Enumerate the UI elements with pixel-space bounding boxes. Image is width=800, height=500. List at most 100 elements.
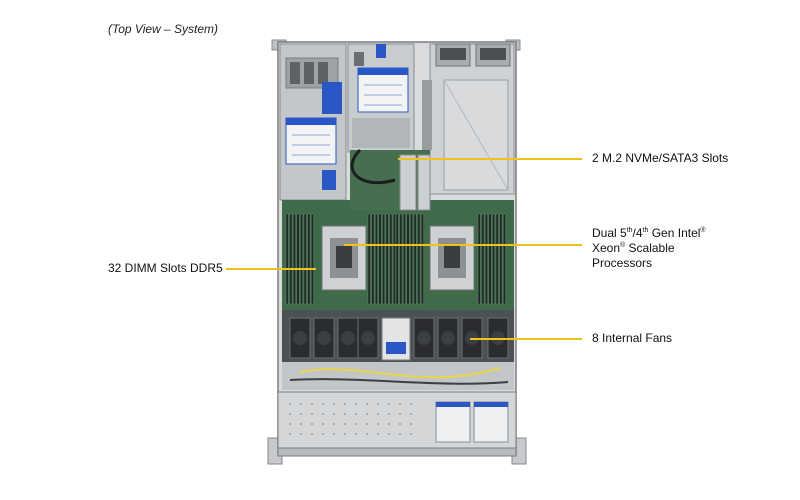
label-internal-fans: 8 Internal Fans <box>592 331 673 345</box>
dimm-slot <box>503 213 506 305</box>
dimm-slot <box>403 213 406 305</box>
dimm-slot <box>300 213 303 305</box>
dimm-slot <box>421 213 424 305</box>
dimm-slot <box>485 213 488 305</box>
vent-dot <box>388 413 390 415</box>
label-processors: Dual 5th/4th Gen Intel® Xeon® Scalable P… <box>592 226 706 271</box>
vent-dot <box>322 433 324 435</box>
vent-dot <box>333 403 335 405</box>
dimm-slot <box>389 213 393 305</box>
vent-dot <box>355 413 357 415</box>
riser-label-sticker <box>322 82 342 114</box>
service-label-2 <box>473 401 509 443</box>
dimm-slot <box>371 213 375 305</box>
dimm-slot <box>417 213 421 305</box>
diagram-caption: (Top View – System) <box>108 22 219 36</box>
vent-dot <box>366 423 368 425</box>
riser-cage-left <box>279 43 347 201</box>
dimm-slot <box>395 213 399 305</box>
fan <box>337 317 359 359</box>
vent-dot <box>410 423 412 425</box>
vent-dot <box>377 413 379 415</box>
vent-dot <box>300 403 302 405</box>
vent-dot <box>355 403 357 405</box>
processor-line-1: Dual 5th/4th Gen Intel® <box>592 226 706 240</box>
cpu-1 <box>321 225 367 291</box>
fan <box>313 317 335 359</box>
service-label-1 <box>435 401 471 443</box>
vent-dot <box>377 403 379 405</box>
leader-line-m2 <box>398 158 582 160</box>
vent-dot <box>300 433 302 435</box>
vent-dot <box>388 403 390 405</box>
leader-line-dimm <box>226 268 316 270</box>
front-vents <box>289 403 412 435</box>
dimm-banks <box>285 213 506 305</box>
vent-dot <box>300 423 302 425</box>
vent-dot <box>311 413 313 415</box>
dimm-slot <box>499 213 503 305</box>
dimm-slot <box>303 213 307 305</box>
dimm-slot <box>399 213 403 305</box>
dimm-slot <box>385 213 389 305</box>
dimm-slot <box>406 213 410 305</box>
vent-dot <box>289 423 291 425</box>
dimm-slot <box>495 213 499 305</box>
dimm-slot <box>367 213 371 305</box>
leader-line-fans <box>470 338 582 340</box>
leader-line-cpu <box>344 244 582 246</box>
dimm-slot <box>410 213 413 305</box>
vent-dot <box>289 433 291 435</box>
vent-dot <box>410 413 412 415</box>
dimm-slot <box>311 213 314 305</box>
vent-dot <box>399 423 401 425</box>
vent-dot <box>300 413 302 415</box>
power-supply-bay <box>422 43 515 195</box>
fan <box>437 317 459 359</box>
vent-dot <box>333 433 335 435</box>
vent-dot <box>344 433 346 435</box>
vent-dot <box>311 423 313 425</box>
vent-dot <box>355 423 357 425</box>
dimm-slot <box>492 213 495 305</box>
dimm-slot <box>375 213 378 305</box>
vent-dot <box>322 413 324 415</box>
label-m2-slots: 2 M.2 NVMe/SATA3 Slots <box>592 151 729 165</box>
vent-dot <box>410 433 412 435</box>
vent-dot <box>333 413 335 415</box>
fan <box>289 317 311 359</box>
dimm-slot <box>296 213 300 305</box>
vent-dot <box>289 403 291 405</box>
vent-dot <box>377 433 379 435</box>
label-dimm-slots: 32 DIMM Slots DDR5 <box>108 261 223 275</box>
processor-line-3: Processors <box>592 256 653 270</box>
vent-dot <box>410 403 412 405</box>
vent-dot <box>333 423 335 425</box>
cable-area <box>282 362 514 390</box>
vent-dot <box>344 403 346 405</box>
m2-slot-1 <box>399 154 417 211</box>
cpu-2 <box>429 225 475 291</box>
vent-dot <box>399 403 401 405</box>
vent-dot <box>388 423 390 425</box>
vent-dot <box>289 413 291 415</box>
dimm-slot <box>285 213 289 305</box>
vent-dot <box>388 433 390 435</box>
vent-dot <box>311 433 313 435</box>
vent-dot <box>355 433 357 435</box>
dimm-slot <box>477 213 481 305</box>
vent-dot <box>344 423 346 425</box>
vent-dot <box>377 423 379 425</box>
vent-dot <box>322 403 324 405</box>
vent-dot <box>366 413 368 415</box>
dimm-slot <box>378 213 382 305</box>
dimm-slot <box>488 213 492 305</box>
dimm-slot <box>481 213 485 305</box>
fan <box>413 317 435 359</box>
dimm-slot <box>293 213 296 305</box>
processor-line-2: Xeon® Scalable <box>592 241 675 255</box>
vent-dot <box>399 433 401 435</box>
dimm-slot <box>393 213 396 305</box>
vent-dot <box>366 403 368 405</box>
